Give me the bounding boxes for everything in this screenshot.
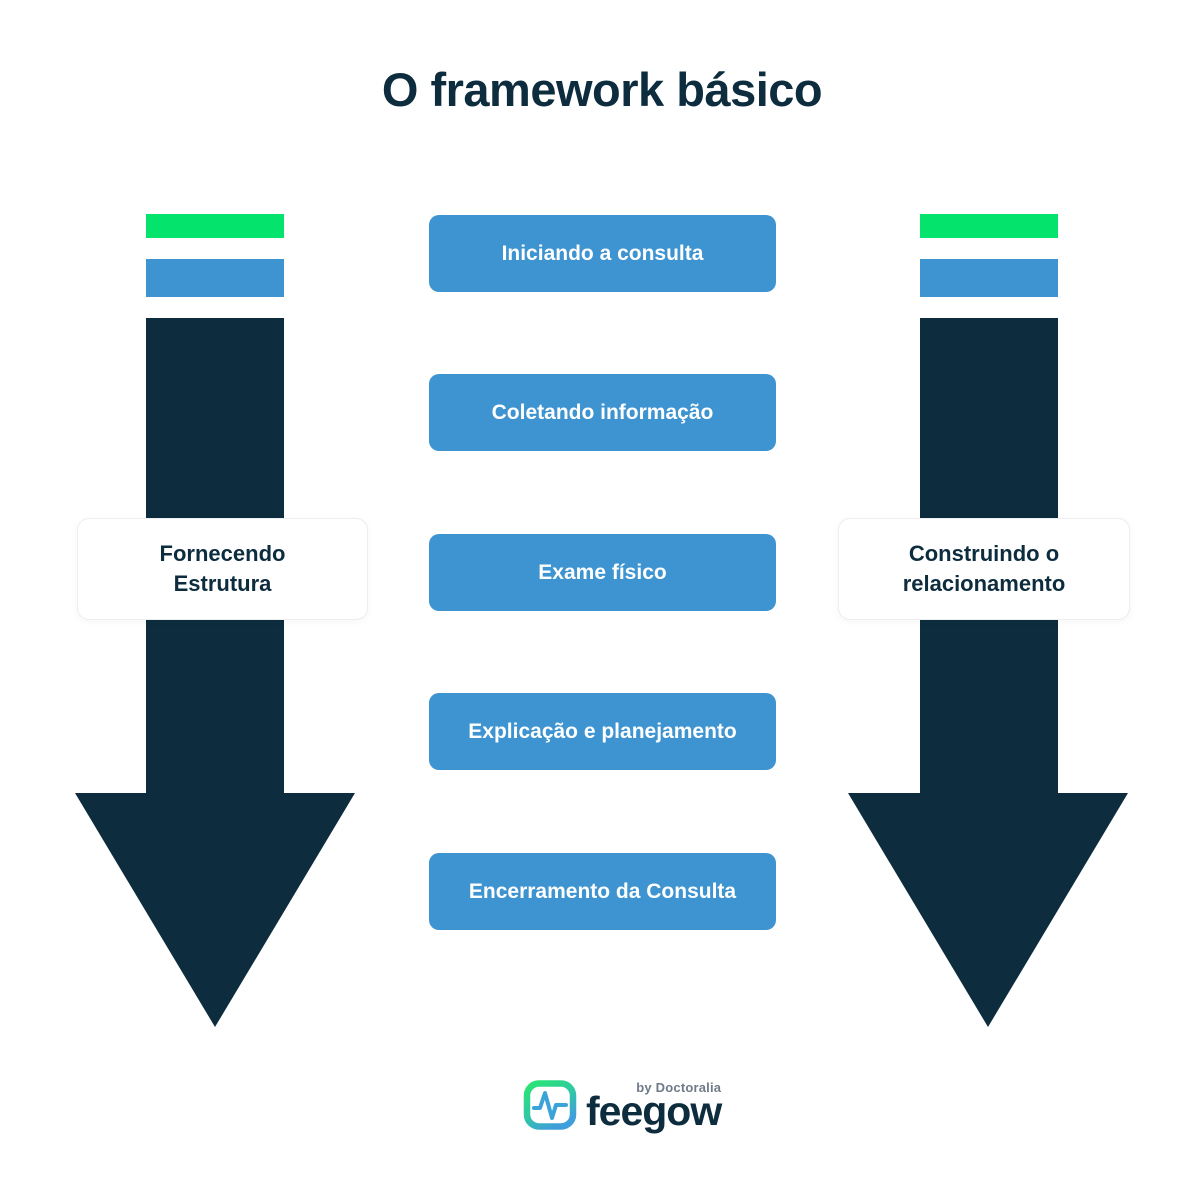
step-box-encerramento: Encerramento da Consulta [429,853,776,930]
byline-text: by Doctoralia [636,1080,722,1095]
left-blue-bar [146,259,284,297]
right-arrow-head-icon [848,793,1128,1027]
feegow-pulse-icon [523,1080,577,1130]
brand-text: feegow [586,1088,722,1134]
brand-block: by Doctoralia feegow [586,1078,722,1134]
step-label: Explicação e planejamento [468,719,737,743]
right-label-card: Construindo o relacionamento [838,518,1130,620]
left-track-label: Fornecendo Estrutura [159,541,286,596]
step-box-exame: Exame físico [429,534,776,611]
left-green-bar [146,214,284,238]
step-box-coletando: Coletando informação [429,374,776,451]
step-box-iniciando: Iniciando a consulta [429,215,776,292]
step-label: Iniciando a consulta [501,241,704,265]
step-box-explicacao: Explicação e planejamento [429,693,776,770]
right-green-bar [920,214,1058,238]
step-label: Coletando informação [491,400,714,424]
footer-logo: by Doctoralia feegow [523,1078,722,1134]
left-arrow-head-icon [75,793,355,1027]
step-label: Exame físico [538,560,667,584]
step-label: Encerramento da Consulta [468,879,737,903]
right-blue-bar [920,259,1058,297]
page-title: O framework básico [381,63,823,116]
left-label-card: Fornecendo Estrutura [77,518,368,620]
right-track-label: Construindo o relacionamento [902,541,1066,596]
